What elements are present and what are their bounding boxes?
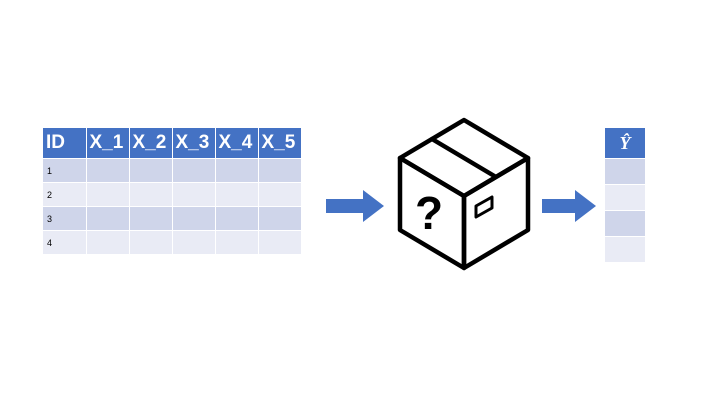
cell xyxy=(172,182,216,207)
table-row: 4 xyxy=(43,230,301,254)
table-row xyxy=(605,158,645,185)
cell xyxy=(258,206,301,231)
cell xyxy=(172,230,216,254)
table-row xyxy=(605,184,645,211)
prediction-output-table: Ŷ xyxy=(605,128,645,262)
cell xyxy=(258,230,301,254)
question-mark-icon: ? xyxy=(415,187,443,239)
input-table-header-row: ID X_1 X_2 X_3 X_4 X_5 xyxy=(43,128,301,159)
header-x1: X_1 xyxy=(86,128,130,159)
cell xyxy=(215,182,259,207)
table-row: 1 xyxy=(43,158,301,183)
cell xyxy=(86,206,130,231)
table-row xyxy=(605,236,645,262)
black-box-icon xyxy=(397,117,531,271)
header-x5: X_5 xyxy=(258,128,301,159)
cell xyxy=(172,158,216,183)
cell-id: 4 xyxy=(43,230,87,254)
arrow-right-icon xyxy=(542,190,596,222)
table-row: 3 xyxy=(43,206,301,231)
header-id: ID xyxy=(43,128,87,159)
arrow-right-icon xyxy=(326,190,384,222)
output-cell xyxy=(605,210,645,237)
header-x2: X_2 xyxy=(129,128,173,159)
output-cell xyxy=(605,158,645,185)
output-header-row: Ŷ xyxy=(605,128,645,159)
cell xyxy=(215,158,259,183)
cell xyxy=(129,182,173,207)
cell xyxy=(129,158,173,183)
header-x3: X_3 xyxy=(172,128,216,159)
cell xyxy=(129,230,173,254)
cell xyxy=(258,182,301,207)
output-cell xyxy=(605,184,645,211)
table-row xyxy=(605,210,645,237)
output-cell xyxy=(605,236,645,262)
header-x4: X_4 xyxy=(215,128,259,159)
cell xyxy=(172,206,216,231)
cell-id: 2 xyxy=(43,182,87,207)
output-header-yhat: Ŷ xyxy=(605,128,645,159)
cell xyxy=(86,230,130,254)
cell xyxy=(129,206,173,231)
input-feature-table: ID X_1 X_2 X_3 X_4 X_5 1 2 xyxy=(43,128,301,254)
cell xyxy=(215,206,259,231)
cell xyxy=(215,230,259,254)
cell xyxy=(258,158,301,183)
cell-id: 3 xyxy=(43,206,87,231)
cell xyxy=(86,182,130,207)
cell xyxy=(86,158,130,183)
table-row: 2 xyxy=(43,182,301,207)
cell-id: 1 xyxy=(43,158,87,183)
